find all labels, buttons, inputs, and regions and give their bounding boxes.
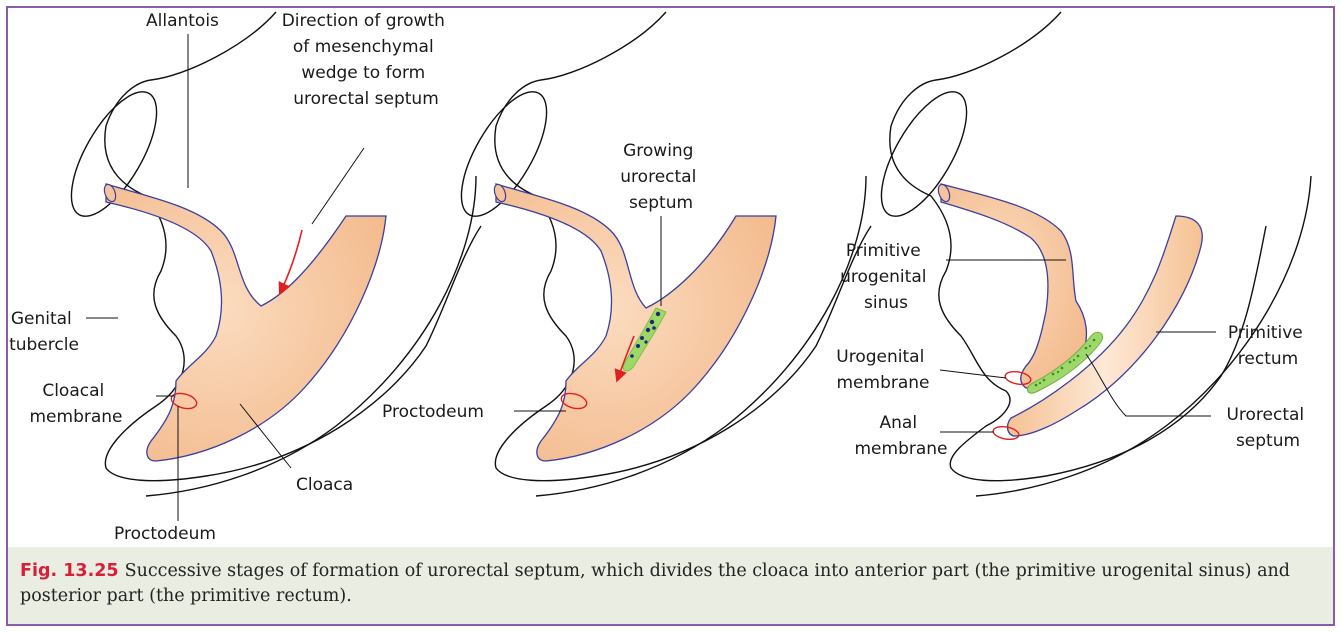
panel-1: Allantois Direction of growth of mesench… bbox=[9, 11, 481, 544]
label-primitive-rectum: Primitive rectum bbox=[1228, 323, 1308, 369]
label-proctodeum-1: Proctodeum bbox=[114, 524, 216, 544]
label-allantois: Allantois bbox=[146, 11, 219, 31]
urorectal-septum-figure: Allantois Direction of growth of mesench… bbox=[6, 6, 1335, 547]
label-direction: Direction of growth of mesenchymal wedge… bbox=[282, 11, 451, 109]
caption-text: Successive stages of formation of urorec… bbox=[20, 561, 1290, 606]
embryo-outline-2 bbox=[495, 12, 871, 481]
label-urogenital-membrane: Urogenital membrane bbox=[836, 347, 929, 393]
label-genital-tubercle: Genital tubercle bbox=[9, 309, 79, 355]
label-primitive-urogenital-sinus: Primitive urogenital sinus bbox=[840, 241, 932, 313]
primitive-rectum bbox=[1008, 216, 1203, 436]
panel-2: Growing urorectal septum Proctodeum bbox=[382, 12, 871, 496]
label-cloaca: Cloaca bbox=[296, 475, 353, 495]
label-growing-septum: Growing urorectal septum bbox=[620, 141, 701, 213]
label-proctodeum-2: Proctodeum bbox=[382, 402, 484, 422]
urogenital-sinus bbox=[941, 184, 1086, 388]
figure-number: Fig. 13.25 bbox=[20, 561, 119, 581]
label-anal-membrane: Anal membrane bbox=[854, 413, 947, 459]
label-urorectal-septum: Urorectal septum bbox=[1226, 405, 1309, 451]
panel-3: Primitive urogenital sinus Urogenital me… bbox=[836, 12, 1311, 496]
label-cloacal-membrane: Cloacal membrane bbox=[29, 381, 122, 427]
